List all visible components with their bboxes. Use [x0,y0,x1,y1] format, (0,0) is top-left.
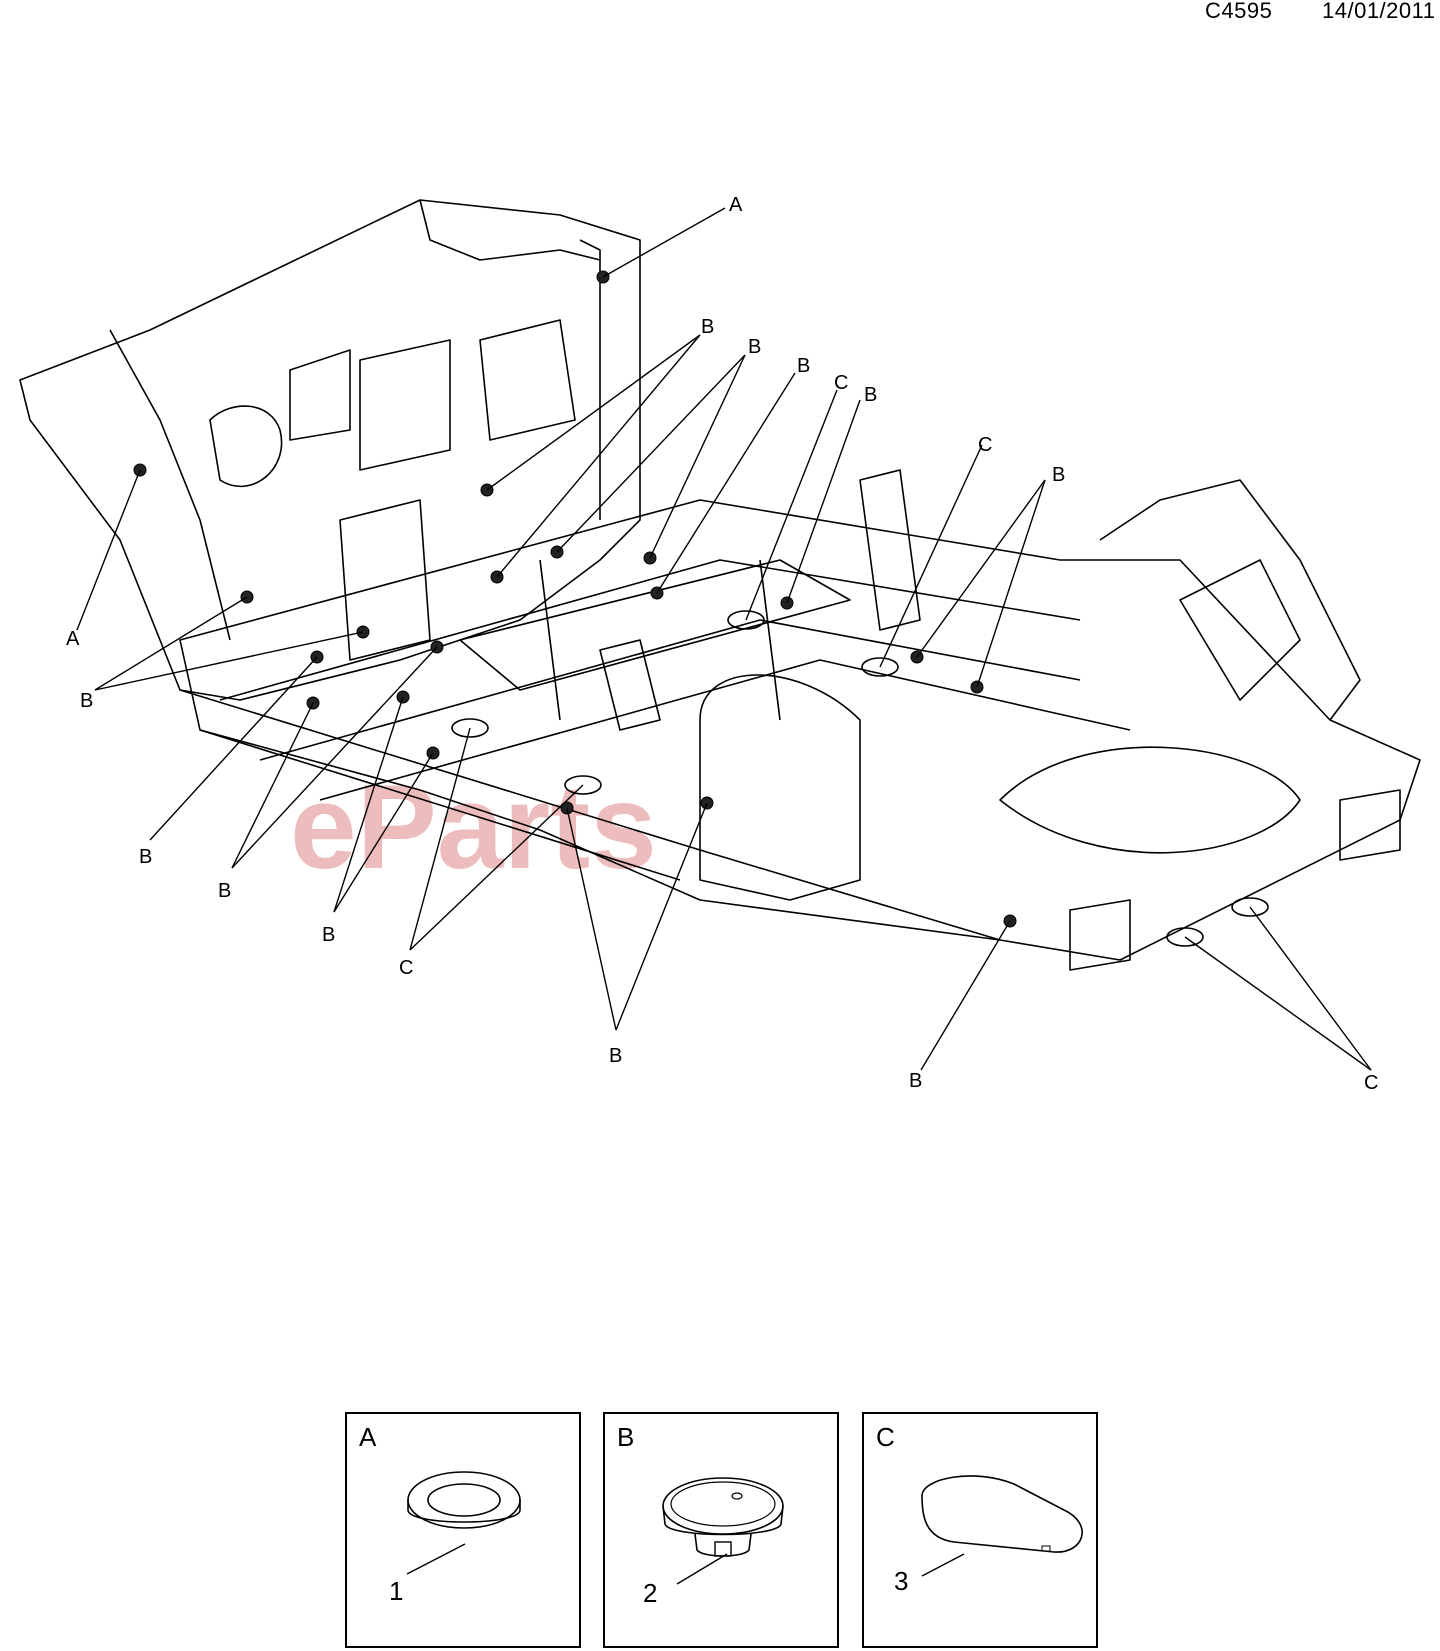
legend-number: 1 [389,1576,404,1606]
hole-markers [133,270,1017,928]
callout-c: C [834,372,848,394]
legend-box-c: C 3 [862,1412,1098,1648]
callout-b: B [139,846,152,868]
callout-labels: A A B B B C B C B B B B B C B B C [66,194,1378,1094]
callout-b: B [609,1045,622,1067]
callout-b: B [701,316,714,338]
vehicle-body-outline [19,199,1421,971]
oval-patch-icon [921,1475,1083,1577]
document-date: 14/01/2011 [1322,0,1436,23]
document-code: C4595 [1205,0,1273,23]
callout-b: B [797,355,810,377]
callout-b: B [909,1070,922,1092]
callout-a-left: A [66,628,80,650]
callout-c: C [399,957,413,979]
callout-b: B [218,880,231,902]
grommet-icon [406,1471,521,1575]
callout-b: B [748,336,761,358]
callout-c: C [1364,1072,1378,1094]
plug-cap-icon [662,1477,784,1585]
callout-b: B [80,690,93,712]
callout-a-top: A [729,194,743,216]
legend-number: 2 [643,1578,658,1608]
callout-c: C [978,434,992,456]
legend-letter: A [359,1422,377,1452]
callout-b: B [1052,464,1065,486]
vehicle-underbody-diagram: A A B B B C B C B B B B B C B B C [19,194,1421,1094]
legend-letter: C [876,1422,895,1452]
callout-b: B [322,924,335,946]
leader-lines [76,207,1372,1071]
oval-cutouts [451,610,1269,947]
legend-letter: B [617,1422,635,1452]
callout-b: B [864,384,877,406]
legend-box-a: A 1 [345,1412,581,1648]
legend-number: 3 [894,1566,909,1596]
legend-box-b: B 2 [603,1412,839,1648]
